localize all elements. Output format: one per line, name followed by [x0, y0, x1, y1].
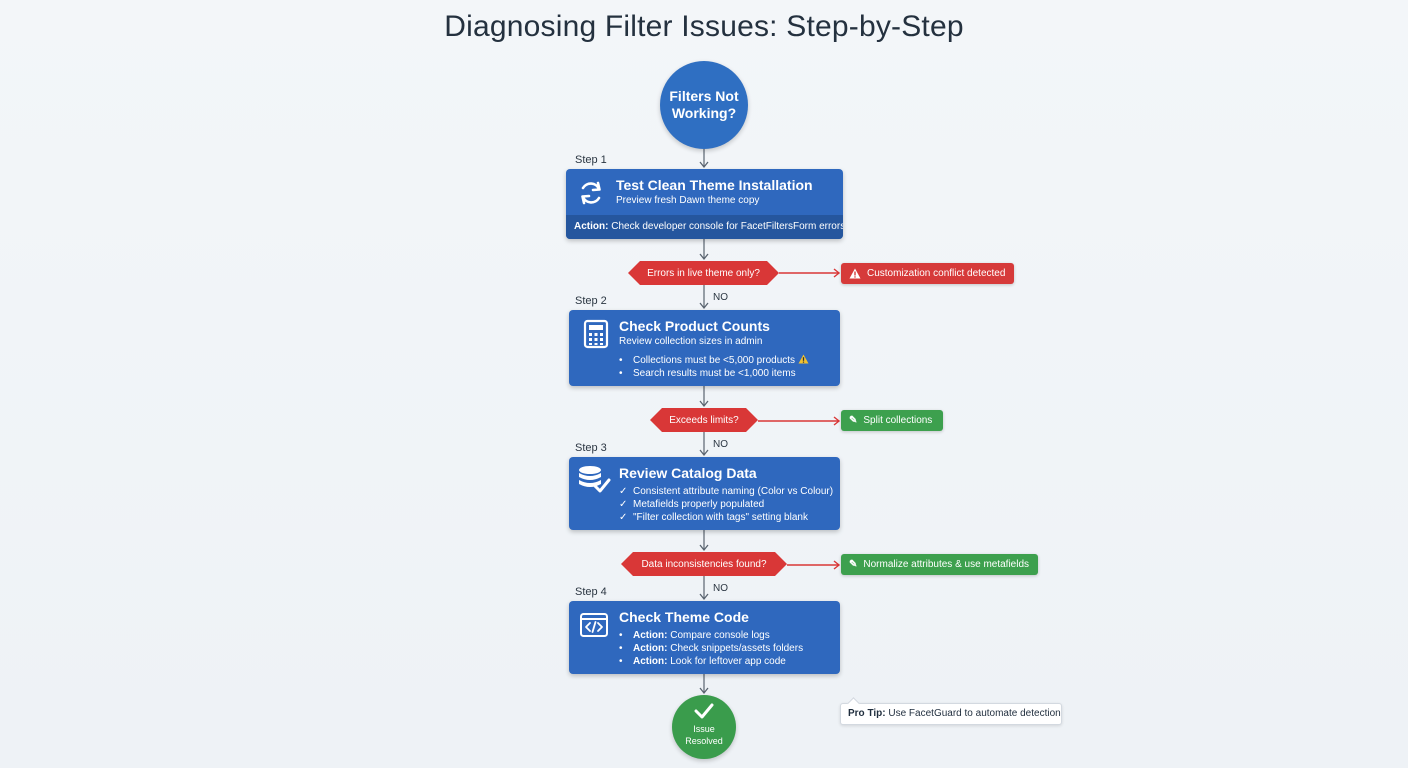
calculator-icon — [583, 319, 609, 349]
step-actions: •Action: Compare console logs •Action: C… — [619, 629, 803, 668]
list-item: •Search results must be <1,000 items — [619, 368, 796, 379]
refresh-icon — [581, 181, 601, 205]
list-item: •Collections must be <5,000 products — [619, 354, 809, 367]
step-heading: Review Catalog Data — [619, 465, 757, 481]
outcome-normalize-attributes: ✎ Normalize attributes & use metafields — [841, 554, 1038, 575]
list-item: •Action: Check snippets/assets folders — [619, 643, 804, 654]
no-label: NO — [713, 583, 728, 594]
step-subtext: Review collection sizes in admin — [619, 336, 763, 347]
step-4-box: Check Theme Code •Action: Compare consol… — [569, 601, 840, 674]
warning-icon — [849, 268, 861, 279]
step-label: Step 4 — [575, 586, 607, 598]
end-line-1: Issue — [693, 724, 715, 734]
list-item: ✓Consistent attribute naming (Color vs C… — [619, 486, 834, 497]
list-item: ✓Metafields properly populated — [619, 499, 765, 510]
action-text: Check developer console for FacetFilters… — [608, 221, 843, 232]
step-heading: Test Clean Theme Installation — [616, 177, 813, 193]
warning-icon — [798, 354, 809, 364]
outcome-split-collections: ✎ Split collections — [841, 410, 943, 431]
start-node: Filters Not Working? — [660, 61, 748, 149]
check-icon: ✓ — [619, 486, 628, 497]
pro-tip-prefix: Pro Tip: — [848, 708, 886, 719]
action-prefix: Action: — [574, 221, 609, 232]
step-bullets: •Collections must be <5,000 products •Se… — [619, 354, 809, 380]
step-heading: Check Product Counts — [619, 318, 770, 334]
outcome-customization-conflict: Customization conflict detected — [841, 263, 1014, 284]
pro-tip-text: Use FacetGuard to automate detection — [885, 708, 1061, 719]
decision-1: Errors in live theme only? — [628, 261, 779, 285]
outcome-text: Split collections — [863, 415, 933, 426]
end-line-2: Resolved — [685, 736, 723, 746]
step-checklist: ✓Consistent attribute naming (Color vs C… — [619, 485, 833, 524]
check-icon: ✓ — [619, 512, 628, 523]
step-label: Step 3 — [575, 442, 607, 454]
step-2-box: Check Product Counts Review collection s… — [569, 310, 840, 386]
list-item: •Action: Compare console logs — [619, 630, 770, 641]
decision-2: Exceeds limits? — [650, 408, 758, 432]
step-heading: Check Theme Code — [619, 609, 749, 625]
outcome-text: Normalize attributes & use metafields — [863, 559, 1030, 570]
pencil-icon: ✎ — [849, 415, 858, 426]
step-subtext: Preview fresh Dawn theme copy — [616, 195, 760, 206]
step-label: Step 1 — [575, 154, 607, 166]
code-icon — [580, 613, 608, 637]
no-label: NO — [713, 439, 728, 450]
step-action-bar: Action: Check developer console for Face… — [566, 215, 843, 239]
decision-3: Data inconsistencies found? — [621, 552, 787, 576]
decision-question: Data inconsistencies found? — [641, 558, 767, 570]
decision-question: Errors in live theme only? — [647, 267, 760, 279]
checkmark-icon — [694, 703, 714, 719]
database-check-icon — [579, 466, 611, 493]
step-3-box: Review Catalog Data ✓Consistent attribut… — [569, 457, 840, 530]
list-item: •Action: Look for leftover app code — [619, 656, 786, 667]
list-item: ✓"Filter collection with tags" setting b… — [619, 512, 808, 523]
step-label: Step 2 — [575, 295, 607, 307]
pro-tip-callout: Pro Tip: Use FacetGuard to automate dete… — [840, 697, 1062, 725]
page-title: Diagnosing Filter Issues: Step-by-Step — [444, 10, 964, 43]
check-icon: ✓ — [619, 499, 628, 510]
step-1-box: Test Clean Theme Installation Preview fr… — [566, 169, 843, 239]
outcome-text: Customization conflict detected — [867, 268, 1006, 279]
decision-question: Exceeds limits? — [669, 414, 739, 426]
no-label: NO — [713, 292, 728, 303]
pencil-icon: ✎ — [849, 559, 858, 570]
